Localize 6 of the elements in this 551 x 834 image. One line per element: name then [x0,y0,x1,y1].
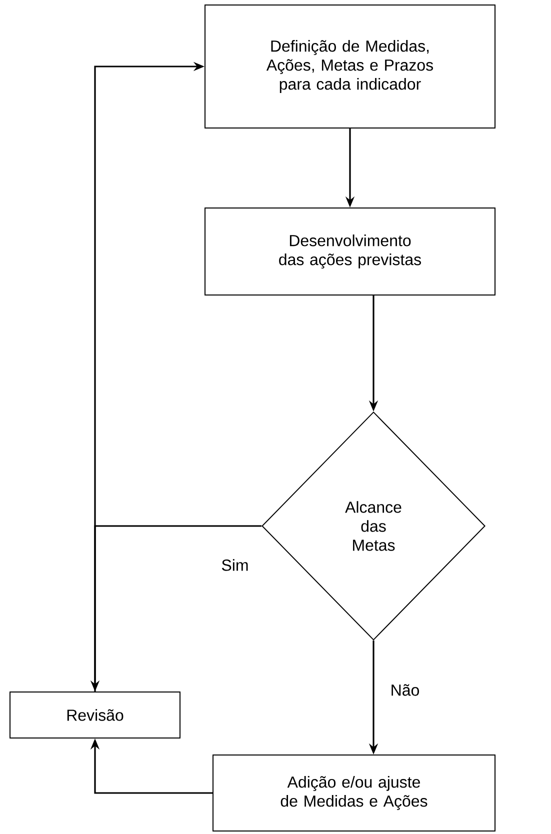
process-box: Revisão [10,692,180,738]
process-box: Definição de Medidas, Ações, Metas e Prazos para cada indicador [204,4,496,128]
process-box: Adição e/ou ajuste de Medidas e Ações [212,754,496,832]
process-box: Desenvolvimento das ações previstas [204,208,496,296]
edge-label: Não [388,682,422,698]
edge-label: Sim [219,557,251,573]
